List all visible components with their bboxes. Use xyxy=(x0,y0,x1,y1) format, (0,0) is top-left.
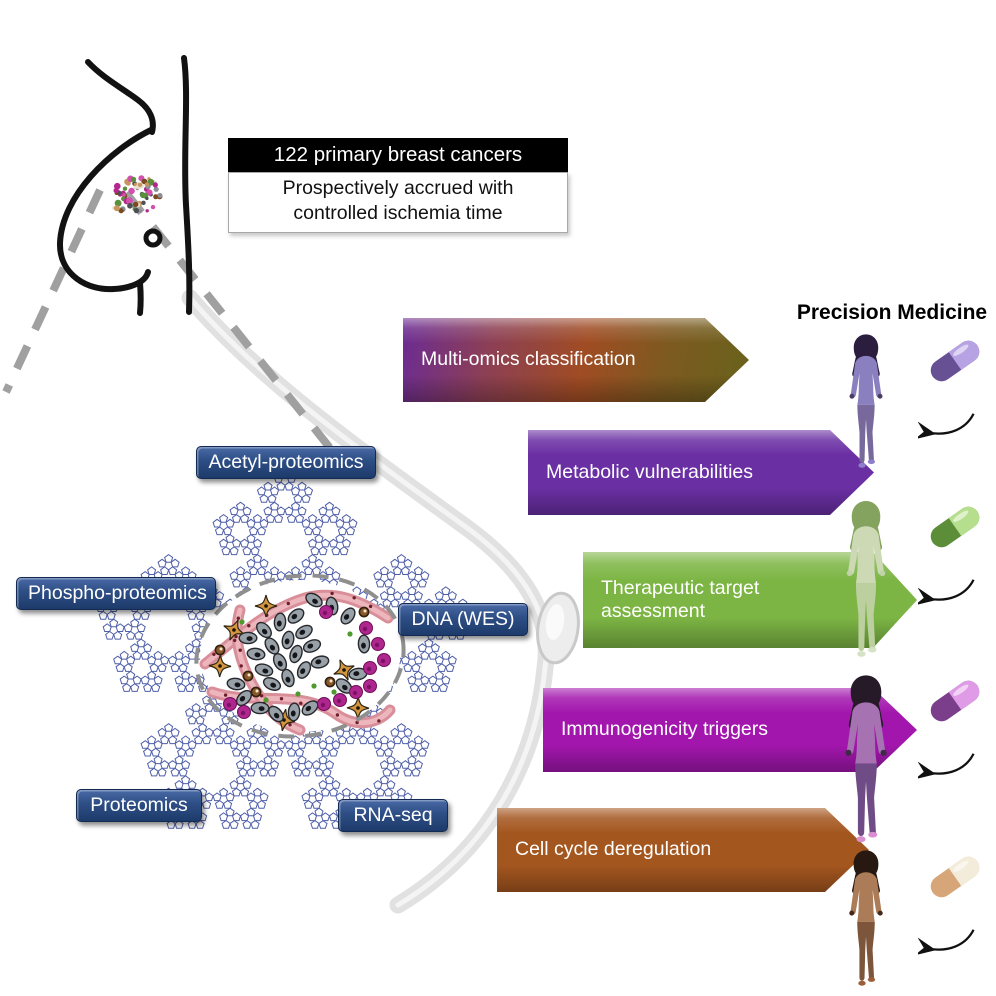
nipple-icon xyxy=(143,228,163,248)
tumor-histology xyxy=(194,573,406,739)
arrow-label: Cell cycle deregulation xyxy=(515,838,712,861)
cohort-title: 122 primary breast cancers xyxy=(228,138,568,172)
patient-magenta xyxy=(806,666,992,852)
patient-brown xyxy=(806,842,992,994)
patient-purple xyxy=(806,326,992,476)
woman-silhouette xyxy=(849,334,883,468)
arrow-label: Metabolic vulnerabilities xyxy=(546,460,754,483)
tumor-in-breast xyxy=(112,175,163,214)
cohort-subtitle-line2: controlled ischemia time xyxy=(293,201,503,224)
curved-arrow-icon xyxy=(918,929,975,956)
curved-arrow-icon xyxy=(918,413,975,440)
patient-green xyxy=(806,492,992,666)
magnification-dashes xyxy=(2,188,350,471)
pill-icon xyxy=(926,502,984,552)
label-acetyl-proteomics: Acetyl-proteomics xyxy=(196,446,376,479)
precision-medicine-title: Precision Medicine xyxy=(796,301,988,324)
woman-silhouette xyxy=(849,850,883,986)
arrow-cell-cycle-deregulation: Cell cycle deregulation xyxy=(497,808,869,892)
woman-silhouette xyxy=(845,675,887,843)
arrow-label: Immunogenicity triggers xyxy=(561,718,768,741)
label-proteomics: Proteomics xyxy=(76,789,202,822)
curved-arrow-icon xyxy=(918,579,975,606)
arrow-label: Multi-omics classification xyxy=(421,348,636,371)
pill-icon xyxy=(926,852,984,902)
label-phospho-proteomics: Phospho-proteomics xyxy=(16,577,216,610)
arrow-label: Therapeutic target assessment xyxy=(601,576,760,622)
arrow-multi-omics-classification: Multi-omics classification xyxy=(403,318,749,402)
cohort-subtitle: Prospectively accrued with controlled is… xyxy=(228,172,568,233)
curved-arrow-icon xyxy=(918,753,975,780)
cohort-header: 122 primary breast cancers Prospectively… xyxy=(228,138,568,233)
pill-icon xyxy=(926,336,984,386)
breast-outline xyxy=(56,55,193,316)
arrow-metabolic-vulnerabilities: Metabolic vulnerabilities xyxy=(528,430,874,515)
label-rna-seq: RNA-seq xyxy=(338,799,448,832)
pill-icon xyxy=(926,676,984,726)
label-dna-wes: DNA (WES) xyxy=(398,603,528,636)
cohort-subtitle-line1: Prospectively accrued with xyxy=(282,177,514,199)
strand-bead xyxy=(536,591,580,665)
woman-silhouette xyxy=(846,501,886,657)
